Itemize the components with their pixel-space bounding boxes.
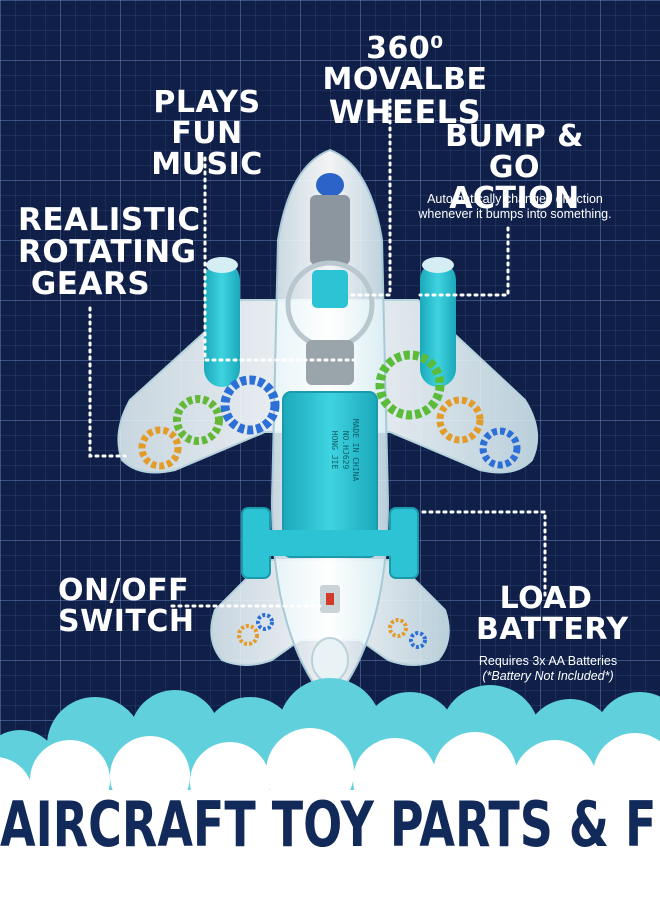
- gears-label-line-3: GEARS: [30, 265, 151, 302]
- leader-lines: [88, 98, 547, 608]
- switch-label: ON/OFF SWITCH: [58, 573, 195, 639]
- switch-label-line-1: ON/OFF: [58, 573, 190, 608]
- bump-go-description: Automatically changes direction whenever…: [406, 192, 624, 222]
- music-label: PLAYS FUN MUSIC: [123, 85, 291, 182]
- battery-label-line-2: BATTERY: [476, 611, 629, 647]
- music-label-line-2: MUSIC: [151, 146, 263, 182]
- teal-motor-box: [312, 270, 348, 308]
- bump-go-label-line-1: BUMP &: [445, 119, 584, 154]
- bump-go-description-line-1: Automatically changes direction: [427, 192, 603, 206]
- bump-go-label: BUMP & GO ACTION: [432, 119, 597, 216]
- speaker-plate: [306, 340, 354, 385]
- battery-label: LOAD BATTERY: [476, 581, 629, 647]
- battery-description-line-1: Requires 3x AA Batteries: [478, 654, 618, 668]
- wheels-label-line-1: 360⁰ MOVALBE: [322, 31, 488, 97]
- bump-go-label-line-2: GO ACTION: [449, 149, 580, 216]
- bump-go-description-line-2: whenever it bumps into something.: [418, 207, 612, 221]
- battery-housing: [282, 391, 378, 558]
- music-label-line-1: PLAYS FUN: [153, 85, 261, 151]
- wheels-label: 360⁰ MOVALBE WHEELS: [290, 31, 520, 131]
- axle: [262, 530, 398, 556]
- switch-knob: [326, 593, 334, 605]
- motor-block: [310, 195, 350, 265]
- left-engine: [204, 262, 240, 387]
- switch-label-line-2: SWITCH: [58, 603, 195, 639]
- cockpit-light: [316, 173, 344, 197]
- wheels-label-line-2: WHEELS: [328, 92, 482, 131]
- battery-label-line-1: LOAD: [499, 581, 593, 616]
- battery-description: Requires 3x AA Batteries (*Battery Not I…: [468, 654, 628, 684]
- wing-gears: [138, 350, 521, 649]
- white-clouds: [0, 728, 660, 900]
- right-engine: [420, 262, 456, 387]
- footer-title: AIRCRAFT TOY PARTS & FUNCTION: [0, 788, 660, 861]
- battery-note: (*Battery Not Included*): [482, 669, 614, 683]
